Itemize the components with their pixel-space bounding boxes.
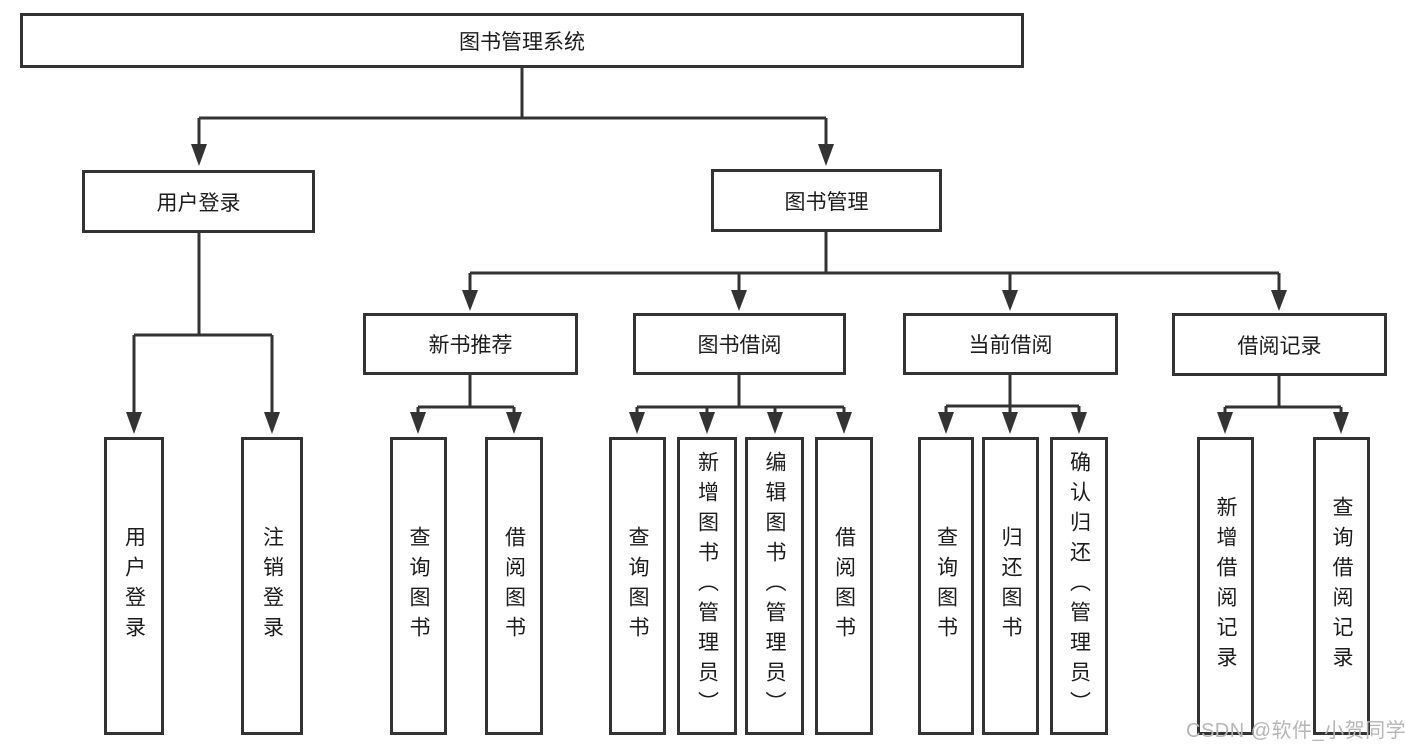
leaf-return-books: 归还图书 [982,437,1039,735]
leaf-query-books-borrowing: 查询图书 [609,437,666,735]
leaf-query-books-borrowing-label: 查询图书 [626,526,649,646]
node-book-management-label: 图书管理 [784,190,869,214]
leaf-edit-book-admin: 编辑图书（管理员） [745,437,804,735]
leaf-query-books-current: 查询图书 [918,437,974,735]
node-book-borrowing-label: 图书借阅 [697,334,782,357]
leaf-query-books-recommend-label: 查询图书 [407,526,430,646]
node-new-book-recommend: 新书推荐 [363,313,578,375]
leaf-borrow-books-recommend-label: 借阅图书 [502,526,526,646]
leaf-edit-book-admin-label: 编辑图书（管理员） [763,451,786,721]
leaf-add-book-admin-label: 新增图书（管理员） [695,451,719,721]
node-borrowing-records: 借阅记录 [1172,313,1387,376]
node-current-borrowing: 当前借阅 [903,313,1118,375]
leaf-logout-label: 注销登录 [260,526,284,646]
node-user-login-label: 用户登录 [156,191,241,215]
node-borrowing-records-label: 借阅记录 [1237,334,1322,358]
node-new-book-recommend-label: 新书推荐 [428,334,513,357]
node-book-management: 图书管理 [711,169,942,232]
leaf-return-books-label: 归还图书 [999,526,1022,646]
node-current-borrowing-label: 当前借阅 [968,334,1053,357]
leaf-borrow-books-recommend: 借阅图书 [485,437,543,735]
leaf-query-borrow-record-label: 查询借阅记录 [1330,496,1353,676]
leaf-logout: 注销登录 [241,437,303,735]
node-library-system: 图书管理系统 [20,13,1024,68]
leaf-query-borrow-record: 查询借阅记录 [1313,437,1370,735]
csdn-watermark: CSDN @软件_小贺同学 [1186,720,1405,742]
leaf-add-borrow-record-label: 新增借阅记录 [1214,496,1237,676]
leaf-confirm-return-admin-label: 确认归还（管理员） [1067,451,1091,721]
node-library-system-label: 图书管理系统 [459,30,585,54]
leaf-add-book-admin: 新增图书（管理员） [677,437,737,735]
leaf-query-books-current-label: 查询图书 [934,526,958,646]
leaf-confirm-return-admin: 确认归还（管理员） [1050,437,1108,735]
leaf-borrow-books: 借阅图书 [815,437,873,735]
leaf-user-login: 用户登录 [104,437,164,735]
leaf-borrow-books-label: 借阅图书 [832,526,856,646]
node-book-borrowing: 图书借阅 [633,313,846,375]
arrowhead-icons [126,144,1349,434]
leaf-add-borrow-record: 新增借阅记录 [1197,437,1254,735]
node-user-login: 用户登录 [82,170,315,233]
leaf-user-login-label: 用户登录 [122,526,146,646]
leaf-query-books-recommend: 查询图书 [390,437,447,735]
